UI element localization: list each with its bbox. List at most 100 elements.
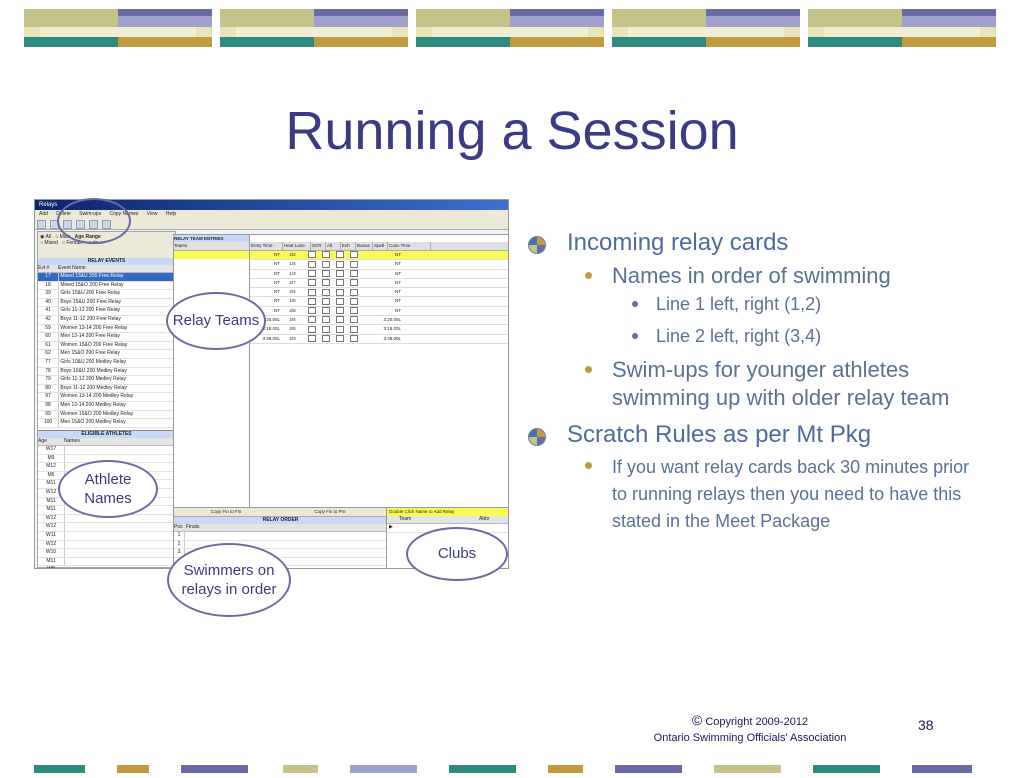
athlete-row[interactable]: W12 [38, 540, 175, 550]
relay-team-entries-header: RELAY TEAM ENTRIES [174, 235, 250, 242]
grid-column-header: SCR [311, 242, 326, 250]
event-row[interactable]: 98 Men 13-14 200 Medley Relay [38, 401, 175, 411]
relay-order-row[interactable]: 2 [174, 540, 387, 550]
deco-block [808, 9, 996, 47]
copy-button-row: Copy Fin to Fin Copy Fin to Pre [174, 508, 387, 517]
window-title: Relays [35, 200, 508, 210]
new-icon[interactable] [37, 220, 46, 229]
filter-mixed[interactable]: Mixed [44, 240, 58, 246]
event-row[interactable]: 59 Women 13-14 200 Free Relay [38, 324, 175, 334]
event-row[interactable]: 79 Girls 11-12 200 Medley Relay [38, 376, 175, 385]
athlete-row[interactable]: W8 [38, 566, 175, 568]
event-row[interactable]: 77 Girls 10&U 200 Medley Relay [38, 358, 175, 368]
relay-teams-callout: Relay Teams [166, 292, 266, 350]
grid-column-header: Bonus [356, 242, 373, 250]
athlete-row[interactable]: M11 [38, 557, 175, 567]
menu-help[interactable]: Help [165, 211, 177, 217]
grid-column-header: Conv Time [388, 242, 431, 250]
bullet-list: Incoming relay cards Names in order of s… [527, 228, 987, 537]
copy-fin-to-pre-button[interactable]: Copy Fin to Pre [314, 509, 346, 514]
bullet-level2: If you want relay cards back 30 minutes … [527, 454, 987, 535]
clubs-callout: Clubs [406, 527, 508, 581]
teams-column-header: Teams [174, 242, 250, 251]
event-row[interactable]: 97 Women 13-14 200 Medley Relay [38, 393, 175, 402]
event-row[interactable]: 78 Boys 10&U 200 Medley Relay [38, 367, 175, 377]
event-row[interactable]: 80 Boys 11-12 200 Medley Relay [38, 384, 175, 394]
event-row[interactable]: 61 Women 15&O 200 Free Relay [38, 341, 175, 351]
page-number: 38 [918, 717, 934, 733]
pie-bullet-icon [528, 428, 546, 446]
slide-title: Running a Session [285, 101, 739, 161]
event-row[interactable]: 62 Men 15&O 200 Free Relay [38, 350, 175, 359]
event-row[interactable]: 18 Mixed 15&O 200 Free Relay [38, 281, 175, 291]
bullet-level1: Incoming relay cards [527, 228, 987, 258]
grid-column-header: Alt [326, 242, 341, 250]
organization-name: Ontario Swimming Officials' Association [653, 732, 847, 744]
relay-order-header: RELAY ORDER [174, 517, 387, 524]
menu-add[interactable]: Add [39, 211, 48, 217]
dot-bullet-icon [585, 366, 592, 373]
filter-male[interactable]: Male [59, 234, 71, 240]
copyright-text: Copyright 2009-2012 [705, 716, 809, 728]
app-screenshot: Relays Add Delete Swim-ups Copy Names Vi… [34, 199, 509, 569]
event-row[interactable]: 42 Boys 11-12 200 Free Relay [38, 315, 175, 325]
copyright-symbol: © [691, 712, 703, 728]
athlete-row[interactable]: W17 [38, 446, 175, 455]
athlete-names-callout: Athlete Names [58, 460, 158, 518]
bullet-level3: Line 1 left, right (1,2) [527, 292, 987, 316]
relay-events-header: RELAY EVENTS [38, 258, 175, 265]
grid-column-header: Spell [373, 242, 388, 250]
grid-column-header: Entry Time [250, 242, 283, 250]
bullet-level1: Scratch Rules as per Mt Pkg [527, 420, 987, 450]
grid-column-header: Exh [341, 242, 356, 250]
filter-all[interactable]: All [45, 234, 52, 240]
athlete-row[interactable]: W12 [38, 514, 175, 524]
event-row[interactable]: 100 Men 15&O 200 Medley Relay [38, 419, 175, 428]
event-row[interactable]: 39 Girls 15&U 200 Free Relay [38, 290, 175, 299]
event-row[interactable]: 41 Girls 11-12 200 Free Relay [38, 307, 175, 316]
bullet-level3: Line 2 left, right (3,4) [527, 324, 987, 348]
event-row[interactable]: 99 Women 15&O 200 Medley Relay [38, 410, 175, 420]
clubs-hint: Double Click Name to Add Relay [387, 508, 508, 516]
relay-order-row[interactable]: 1 [174, 532, 387, 541]
menu-view[interactable]: View [146, 211, 158, 217]
athlete-row[interactable]: W10 [38, 549, 175, 558]
bullet-level2: Swim-ups for younger athletes swimming u… [527, 356, 987, 412]
copy-fin-to-fin-button[interactable]: Copy Fin to Fin [210, 509, 242, 514]
swimmers-callout: Swimmers on relays in order [167, 543, 291, 617]
eligible-athletes-header: ELIGIBLE ATHLETES [38, 431, 175, 438]
selected-team-row[interactable] [174, 251, 250, 259]
deco-block [612, 9, 800, 47]
event-row[interactable]: 17 Mixed 13&U 200 Free Relay [38, 273, 175, 282]
menu-highlight-oval [57, 198, 131, 244]
bottom-decoration [34, 760, 1024, 773]
filter-female[interactable]: Female [66, 240, 84, 246]
event-row[interactable]: 40 Boys 15&U 200 Free Relay [38, 298, 175, 308]
events-column-header: Evt #Event Name [38, 265, 175, 273]
athlete-row[interactable]: W12 [38, 523, 175, 532]
event-row[interactable]: 60 Men 13-14 200 Free Relay [38, 333, 175, 342]
athlete-row[interactable]: W11 [38, 531, 175, 541]
deco-block [24, 9, 212, 47]
teams-panel: RELAY TEAM ENTRIES Teams [173, 234, 251, 508]
dot-bullet-icon [585, 272, 592, 279]
pie-bullet-icon [528, 236, 546, 254]
bullet-level2: Names in order of swimming [527, 262, 987, 290]
